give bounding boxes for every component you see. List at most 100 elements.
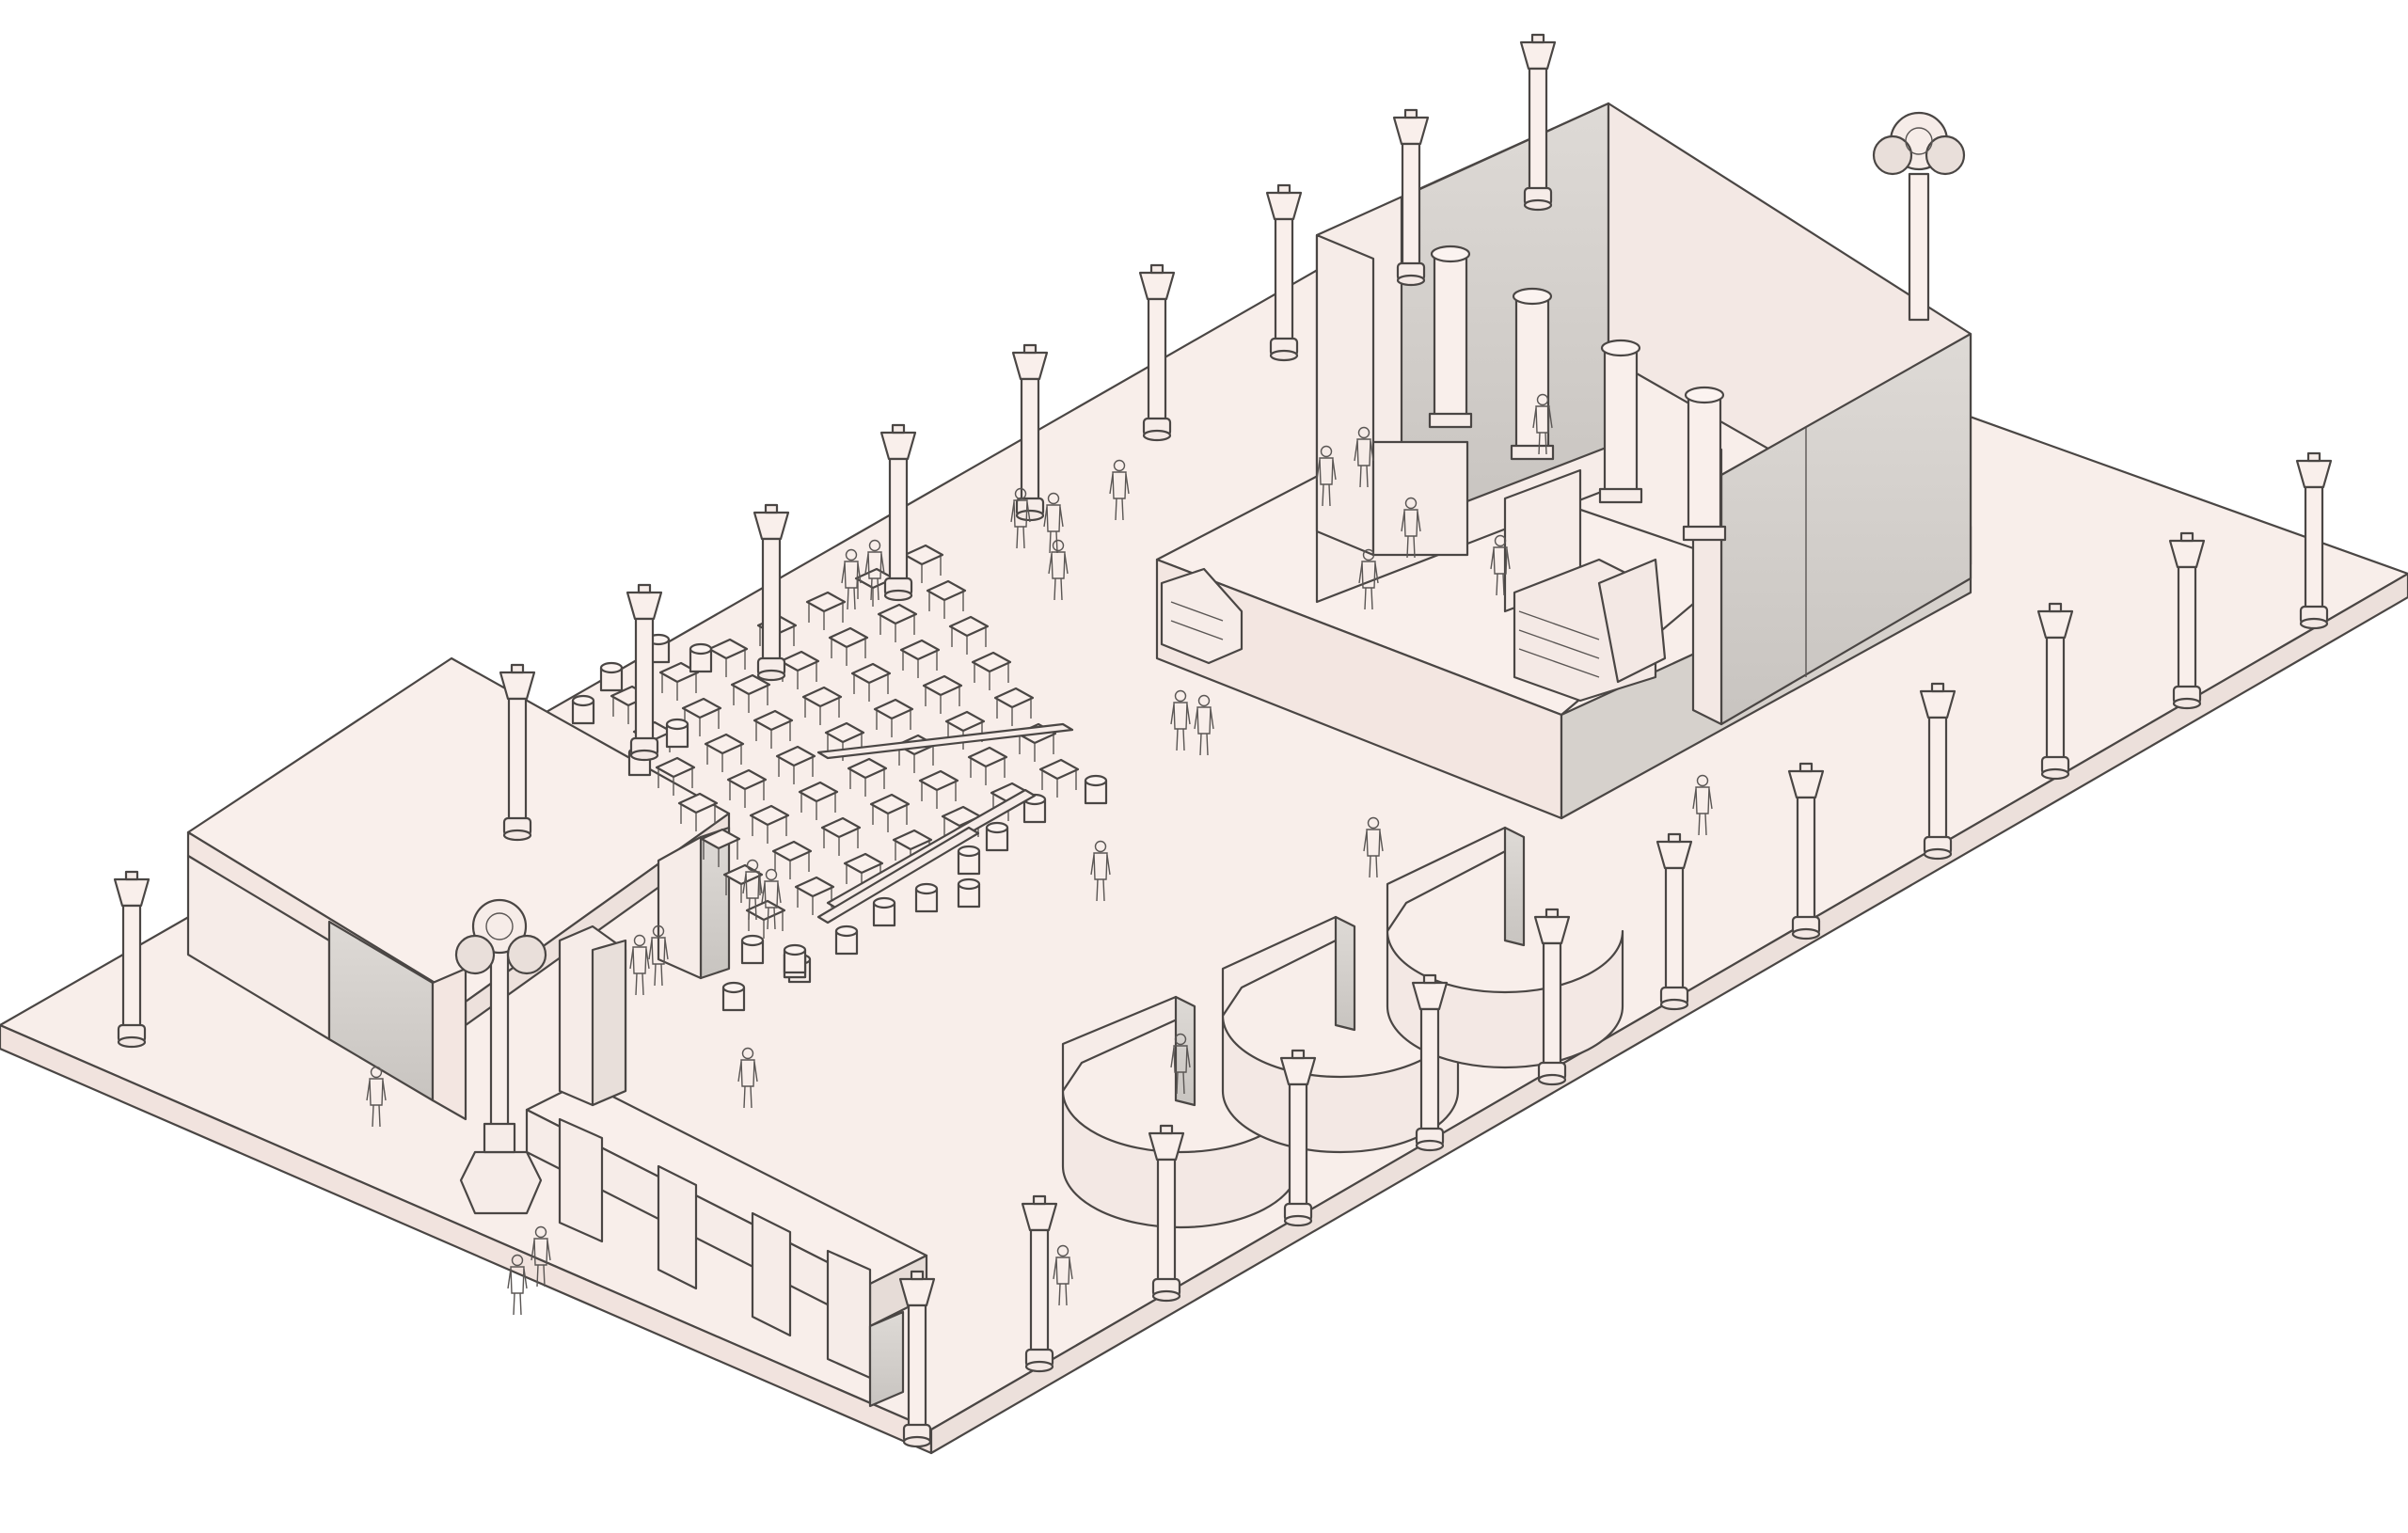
lamp-post bbox=[1787, 762, 1825, 940]
stool bbox=[834, 925, 859, 956]
pedestrians bbox=[366, 393, 1713, 1316]
table bbox=[918, 769, 959, 809]
table bbox=[801, 686, 843, 725]
stool bbox=[665, 718, 689, 749]
person bbox=[737, 1047, 758, 1109]
table bbox=[847, 757, 888, 797]
table bbox=[948, 615, 990, 655]
stool bbox=[985, 821, 1009, 852]
person bbox=[507, 1254, 528, 1316]
person bbox=[1010, 487, 1031, 549]
plaza-side-right bbox=[929, 572, 2408, 1455]
table bbox=[828, 626, 869, 666]
stool bbox=[689, 642, 713, 673]
table bbox=[771, 840, 813, 879]
lamp-post bbox=[626, 583, 663, 762]
lamp-post bbox=[1011, 343, 1049, 522]
table bbox=[677, 792, 719, 831]
table bbox=[752, 709, 794, 749]
stage-stairs-inner bbox=[1513, 558, 1667, 703]
lamp-post bbox=[898, 1270, 936, 1448]
person bbox=[742, 859, 763, 921]
table bbox=[877, 603, 918, 642]
stool bbox=[872, 896, 896, 927]
table bbox=[967, 746, 1008, 785]
lamp-post bbox=[1021, 1194, 1058, 1373]
table bbox=[993, 687, 1035, 726]
person bbox=[1490, 534, 1511, 596]
person bbox=[1363, 816, 1384, 878]
table bbox=[798, 781, 839, 820]
table bbox=[971, 651, 1012, 690]
person bbox=[761, 868, 782, 930]
stool bbox=[740, 934, 765, 965]
lamp-post bbox=[752, 503, 790, 682]
table bbox=[805, 591, 847, 630]
table bbox=[820, 816, 862, 856]
person bbox=[629, 934, 650, 996]
person bbox=[1048, 539, 1069, 601]
lamp-post bbox=[1411, 973, 1449, 1152]
table bbox=[704, 733, 745, 772]
column bbox=[1598, 339, 1643, 504]
arc-wall bbox=[1221, 915, 1460, 1154]
person bbox=[1170, 1033, 1191, 1095]
stool bbox=[783, 943, 807, 974]
person bbox=[531, 1225, 551, 1288]
stool bbox=[957, 845, 981, 876]
person bbox=[1358, 548, 1379, 610]
person bbox=[366, 1066, 387, 1128]
column bbox=[1510, 287, 1555, 461]
column bbox=[1682, 386, 1727, 542]
person bbox=[1053, 1244, 1073, 1306]
person bbox=[1109, 459, 1130, 521]
stool bbox=[571, 694, 595, 725]
person bbox=[1692, 774, 1713, 836]
lamp-post bbox=[1656, 832, 1693, 1011]
person bbox=[1043, 492, 1064, 554]
person bbox=[1170, 689, 1191, 751]
lamp-post bbox=[1519, 33, 1557, 212]
person bbox=[1194, 694, 1214, 756]
table bbox=[873, 698, 914, 737]
ornamental-tower-left bbox=[454, 898, 547, 1215]
table bbox=[824, 721, 865, 761]
person bbox=[1401, 497, 1421, 559]
table bbox=[850, 662, 892, 702]
table bbox=[749, 804, 790, 844]
table bbox=[869, 793, 911, 832]
raised-stage bbox=[1155, 102, 1972, 820]
stool bbox=[957, 877, 981, 909]
stage-columns bbox=[1428, 245, 1727, 542]
table bbox=[700, 828, 741, 867]
lamp-post bbox=[113, 870, 150, 1049]
stool bbox=[599, 661, 624, 692]
lamp-post bbox=[1392, 108, 1430, 287]
table bbox=[926, 579, 967, 619]
lamp-post bbox=[879, 423, 917, 602]
person bbox=[1316, 445, 1337, 507]
table bbox=[655, 756, 696, 796]
lamp-post bbox=[499, 663, 536, 842]
table bbox=[899, 639, 941, 678]
column bbox=[1428, 245, 1473, 429]
street-lamp-posts bbox=[113, 33, 2333, 1448]
table-and-stool-field bbox=[571, 544, 1108, 1012]
table bbox=[1038, 758, 1080, 798]
bench bbox=[816, 826, 980, 925]
stool bbox=[721, 981, 746, 1012]
lamp-post bbox=[1138, 263, 1176, 442]
table bbox=[922, 674, 963, 714]
person bbox=[1532, 393, 1553, 455]
person bbox=[1354, 426, 1374, 488]
table bbox=[775, 745, 816, 784]
lamp-post bbox=[2168, 531, 2206, 710]
stool bbox=[914, 882, 939, 913]
person bbox=[648, 925, 669, 987]
lamp-post bbox=[1148, 1124, 1185, 1303]
table bbox=[730, 673, 771, 713]
lamp-post bbox=[2036, 602, 2074, 781]
semicircular-walls bbox=[1061, 826, 1624, 1229]
lamp-post bbox=[2295, 451, 2333, 630]
